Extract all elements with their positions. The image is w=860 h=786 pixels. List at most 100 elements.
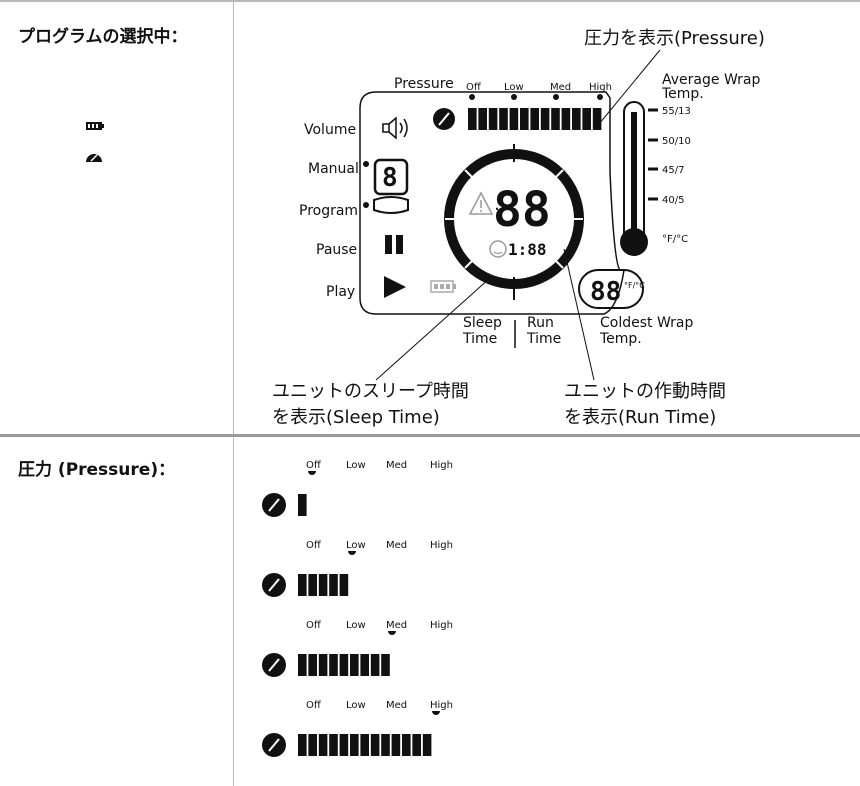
pressure-bar-segment [298, 494, 307, 516]
coldest-wrap-label-2: Temp. [599, 331, 642, 347]
pressure-level-label: High [430, 540, 453, 551]
label-pause: Pause [316, 242, 357, 258]
row-divider [0, 434, 860, 437]
pressure-level-indicator [308, 471, 316, 475]
label-play: Play [326, 284, 355, 300]
manual-indicator [363, 161, 369, 167]
pressure-level-indicator [432, 711, 440, 715]
pressure-level-label: High [430, 620, 453, 631]
pressure-bar-segment [308, 654, 317, 676]
pressure-gauge-needle [268, 738, 280, 752]
run-time-label-1: Run [527, 315, 554, 331]
temp-unit: °F/°C [662, 234, 688, 245]
pressure-bar-segment [298, 574, 307, 596]
coldest-digits: 88 [590, 277, 621, 307]
temp-tick-40: 40/5 [662, 195, 684, 206]
lcd-pressure-segment [468, 108, 477, 130]
pressure-level-indicator [388, 631, 396, 635]
pressure-bar-segment [308, 734, 317, 756]
column-divider [233, 0, 234, 786]
pressure-bar-segment [318, 654, 328, 676]
lcd-pressure-segment [582, 108, 591, 130]
run-callout-line [563, 248, 595, 381]
coldest-units: °F/°C [624, 281, 645, 290]
pressure-bar-segment [298, 654, 307, 676]
lcd-pressure-segment [478, 108, 487, 130]
thermometer [620, 101, 648, 256]
pressure-bar-segment [339, 734, 349, 756]
program-indicator [363, 202, 369, 208]
pressure-level-label: Off [306, 540, 322, 551]
sleep-time-label-2: Time [462, 331, 497, 347]
outer-top-rule [0, 0, 860, 2]
label-manual: Manual [308, 161, 359, 177]
temp-tick-45: 45/7 [662, 165, 684, 176]
coldest-temp-box [578, 269, 644, 309]
temp-tick-50: 50/10 [662, 136, 691, 147]
pressure-bar-segment [329, 654, 338, 676]
level-dot-high [597, 94, 603, 100]
pressure-bar-segment [422, 734, 432, 756]
level-dot-off [469, 94, 475, 100]
pressure-callout-line [598, 49, 661, 125]
pressure-bar-segment [360, 654, 369, 676]
run-time-label-2: Time [526, 331, 561, 347]
pressure-level-label: Low [346, 460, 366, 471]
pressure-callout: 圧力を表示(Pressure) [584, 28, 765, 49]
lcd-pressure-segment [530, 108, 539, 130]
pressure-gauge-icon [86, 154, 102, 162]
pressure-level-label: Med [386, 620, 407, 631]
pressure-level-label: Med [386, 700, 407, 711]
sleep-timer-digits: 1:88 [508, 240, 547, 259]
level-med: Med [550, 82, 571, 93]
pressure-level-label: Off [306, 620, 322, 631]
pressure-gauge-needle [268, 658, 280, 672]
pressure-bar-segment [308, 574, 317, 596]
battery-icon [86, 122, 104, 130]
pressure-bar-segment [360, 734, 369, 756]
pressure-bar-segment [339, 574, 349, 596]
lcd-pressure-segment [540, 108, 550, 130]
lcd-pressure-segment [509, 108, 519, 130]
play-icon [384, 276, 406, 298]
pressure-gauge-icon [433, 108, 455, 130]
pressure-level-label: Med [386, 540, 407, 551]
pressure-bar-segment [350, 734, 359, 756]
pressure-level-indicator [348, 551, 356, 555]
pressure-bar-segment [318, 574, 328, 596]
pressure-bar-segment [381, 654, 390, 676]
pressure-bar-segment [350, 654, 359, 676]
sleep-time-label-1: Sleep [463, 315, 502, 331]
run-callout-1: ユニットの作動時間 [564, 381, 726, 402]
pressure-level-label: Off [306, 700, 322, 711]
sleep-face-icon [489, 240, 507, 258]
pressure-level-label: Low [346, 540, 366, 551]
pressure-bar-segment [339, 654, 349, 676]
lcd-pressure-bar [468, 108, 602, 130]
level-dot-med [553, 94, 559, 100]
pressure-bar-segment [370, 734, 380, 756]
sleep-callout-2: を表示(Sleep Time) [272, 407, 440, 428]
pressure-bar-segment [381, 734, 390, 756]
pressure-level-label: Low [346, 620, 366, 631]
level-high: High [589, 82, 612, 93]
sleep-callout-1: ユニットのスリープ時間 [272, 381, 469, 402]
thermometer-ticks [648, 108, 658, 201]
program-digit: 8 [382, 163, 398, 193]
coldest-wrap-label-1: Coldest Wrap [600, 315, 694, 331]
battery-icon [430, 280, 456, 293]
level-low: Low [504, 82, 524, 93]
pressure-gauge-needle [268, 578, 280, 592]
pressure-level-label: High [430, 460, 453, 471]
pressure-section-label: 圧力 (Pressure)： [18, 460, 176, 480]
label-volume: Volume [304, 122, 356, 138]
pressure-bar-segment [318, 734, 328, 756]
lcd-frame [359, 91, 625, 315]
pressure-bar-segment [370, 654, 380, 676]
pressure-gauge-needle [268, 498, 280, 512]
lcd-pressure-segment [572, 108, 581, 130]
pressure-level-label: High [430, 700, 453, 711]
program-section-label: プログラムの選択中： [18, 27, 188, 47]
lcd-diagram: 圧力を表示(Pressure) Pressure Off Low Med Hig… [272, 28, 765, 428]
